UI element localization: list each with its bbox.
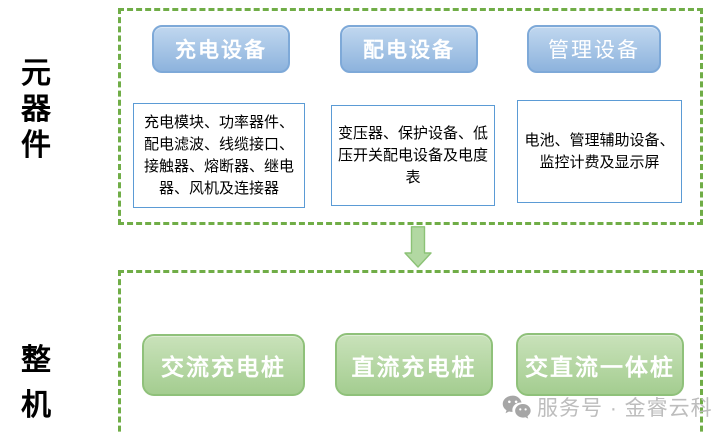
detail-box-distribution-text: 变压器、保护设备、低压开关配电设备及电度表 — [338, 124, 489, 186]
row-label-components-char: 器 — [21, 93, 51, 126]
row-label-machines-char: 整 — [21, 344, 51, 377]
watermark-text: 服务号 · 金睿云科 — [537, 397, 713, 420]
node-ac-charging-pile: 交流充电桩 — [142, 334, 305, 396]
detail-box-management: 电池、管理辅助设备、监控计费及显示屏 — [517, 100, 682, 203]
node-charging-equipment-label: 充电设备 — [175, 39, 267, 62]
node-management-equipment: 管理设备 — [527, 25, 661, 73]
machines-section-frame — [118, 270, 703, 433]
row-label-components-char: 件 — [21, 129, 51, 162]
down-arrow-icon — [404, 226, 432, 268]
components-section-frame — [118, 8, 703, 225]
node-acdc-integrated-pile-label: 交直流一体桩 — [525, 353, 675, 380]
node-dc-charging-pile: 直流充电桩 — [335, 333, 493, 396]
row-label-machines-char: 机 — [21, 389, 51, 422]
detail-box-distribution: 变压器、保护设备、低压开关配电设备及电度表 — [331, 105, 495, 206]
node-distribution-equipment-label: 配电设备 — [363, 39, 455, 62]
node-ac-charging-pile-label: 交流充电桩 — [161, 354, 286, 380]
row-label-machines: 整 机 — [12, 338, 60, 428]
node-management-equipment-label: 管理设备 — [548, 39, 640, 62]
wechat-icon — [501, 394, 532, 421]
detail-box-charging-text: 充电模块、功率器件、配电滤波、线缆接口、接触器、熔断器、继电器、风机及连接器 — [143, 113, 294, 197]
node-distribution-equipment: 配电设备 — [340, 25, 478, 73]
node-acdc-integrated-pile: 交直流一体桩 — [516, 333, 684, 396]
node-dc-charging-pile-label: 直流充电桩 — [351, 353, 477, 380]
node-charging-equipment: 充电设备 — [152, 25, 290, 73]
watermark: 服务号 · 金睿云科 — [501, 392, 713, 422]
row-label-components: 元 器 件 — [12, 56, 60, 164]
row-label-components-char: 元 — [21, 57, 51, 90]
detail-box-management-text: 电池、管理辅助设备、监控计费及显示屏 — [524, 131, 675, 171]
detail-box-charging: 充电模块、功率器件、配电滤波、线缆接口、接触器、熔断器、继电器、风机及连接器 — [133, 103, 305, 208]
